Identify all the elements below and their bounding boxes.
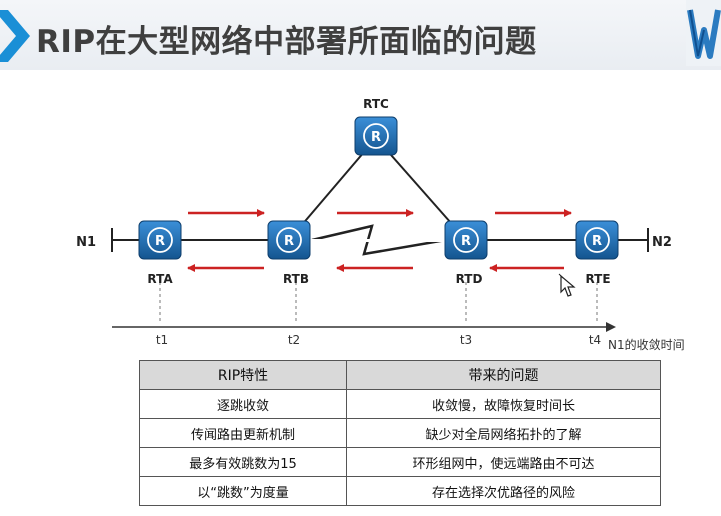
page-title: RIP在大型网络中部署所面临的问题: [36, 24, 537, 60]
table-row: 传闻路由更新机制 缺少对全局网络拓扑的了解: [139, 418, 661, 448]
table-cell: 逐跳收敛: [139, 389, 347, 419]
svg-text:R: R: [461, 234, 471, 249]
table-cell: 存在选择次优路径的风险: [346, 476, 661, 506]
router-rtb-icon: R: [267, 220, 311, 260]
router-rte-icon: R: [575, 220, 619, 260]
timeline-tick: t4: [589, 333, 601, 347]
svg-text:R: R: [284, 234, 294, 249]
router-rta-icon: R: [138, 220, 182, 260]
table-header-cell: RIP特性: [139, 360, 347, 390]
router-rtd-icon: R: [444, 220, 488, 260]
n1-label: N1: [76, 235, 96, 250]
table-cell: 环形组网中，使远端路由不可达: [346, 447, 661, 477]
svg-text:R: R: [155, 234, 165, 249]
svg-text:R: R: [592, 234, 602, 249]
table-row: 以“跳数”为度量 存在选择次优路径的风险: [139, 476, 661, 506]
router-label-rtd: RTD: [456, 272, 483, 286]
table-cell: 缺少对全局网络拓扑的了解: [346, 418, 661, 448]
timeline-tick: t2: [288, 333, 300, 347]
table-cell: 最多有效跳数为15: [139, 447, 347, 477]
table-cell: 收敛慢，故障恢复时间长: [346, 389, 661, 419]
svg-text:R: R: [371, 130, 381, 145]
mouse-cursor-icon: [558, 273, 576, 297]
header-bar: [0, 0, 721, 70]
timeline-axis-label: N1的收敛时间: [608, 337, 685, 352]
n2-label: N2: [652, 235, 672, 250]
network-diagram: N1 N2 R R: [76, 97, 685, 352]
table-row: 最多有效跳数为15 环形组网中，使远端路由不可达: [139, 447, 661, 477]
router-label-rte: RTE: [585, 272, 610, 286]
table-header-cell: 带来的问题: [346, 360, 661, 390]
rip-issues-table: RIP特性 带来的问题 逐跳收敛 收敛慢，故障恢复时间长 传闻路由更新机制 缺少…: [139, 360, 661, 506]
router-label-rtc: RTC: [363, 97, 389, 111]
table-header-row: RIP特性 带来的问题: [139, 360, 661, 390]
router-label-rta: RTA: [147, 272, 173, 286]
table-cell: 传闻路由更新机制: [139, 418, 347, 448]
timeline-tick: t3: [460, 333, 472, 347]
router-rtc-icon: R: [354, 116, 398, 156]
table-row: 逐跳收敛 收敛慢，故障恢复时间长: [139, 389, 661, 419]
timeline-tick: t1: [156, 333, 168, 347]
chevron-right-icon: [0, 10, 30, 62]
table-cell: 以“跳数”为度量: [139, 476, 347, 506]
router-label-rtb: RTB: [283, 272, 309, 286]
logo-icon: [686, 0, 721, 66]
